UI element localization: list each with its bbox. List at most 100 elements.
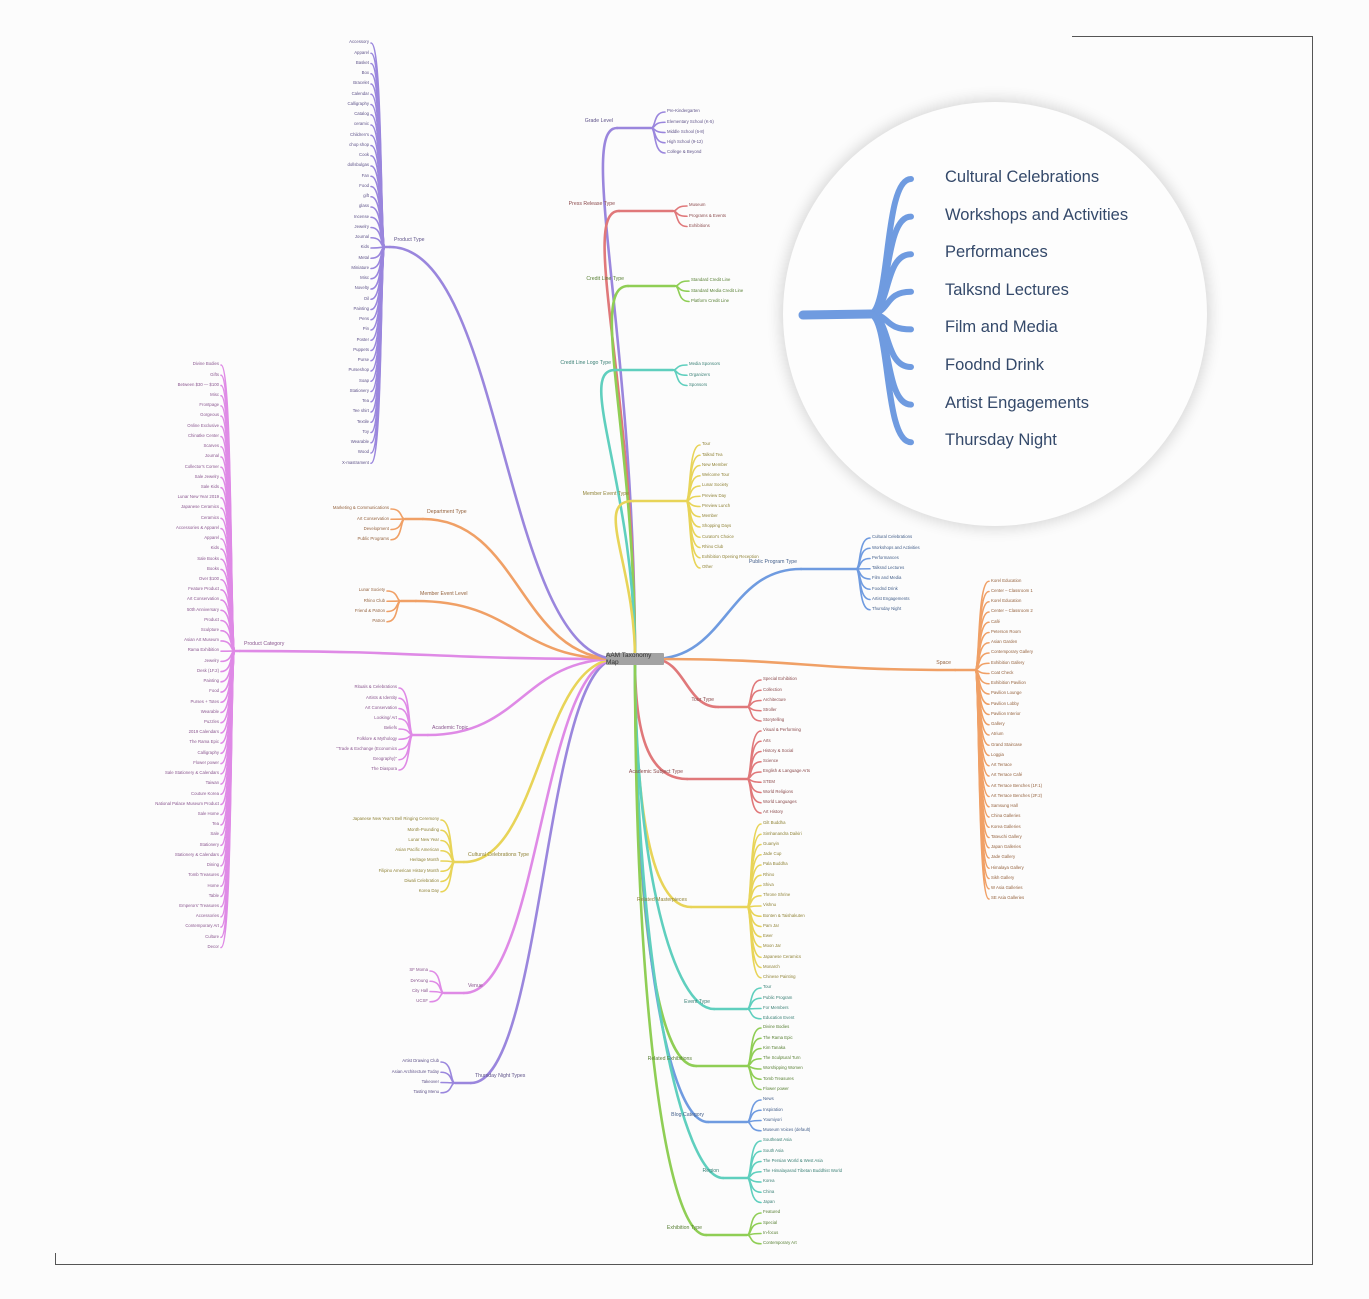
leaf-collector-s-corner[interactable]: Collector's Corner xyxy=(184,463,219,469)
leaf-pala-buddha[interactable]: Pala Buddha xyxy=(763,861,788,867)
leaf-sculpture[interactable]: Sculpture xyxy=(200,627,219,633)
leaf-filipino-american-history-month[interactable]: Filipino American History Month xyxy=(378,867,439,873)
leaf-art-conservation[interactable]: Art Conservation xyxy=(186,596,219,602)
leaf-purseshop[interactable]: Purseshop xyxy=(348,367,369,373)
leaf-sikh-gallery[interactable]: Sikh Gallery xyxy=(991,874,1015,880)
leaf-chinese-painting[interactable]: Chinese Painting xyxy=(763,974,796,980)
leaf-collection[interactable]: Collection xyxy=(763,686,782,692)
leaf-shiva[interactable]: Shiva xyxy=(763,881,774,887)
leaf-new-member[interactable]: New Member xyxy=(702,461,728,467)
leaf-culture[interactable]: Culture xyxy=(205,933,219,939)
leaf-lunar-new-year-2019[interactable]: Lunar New Year 2019 xyxy=(177,494,219,500)
leaf-catalog[interactable]: Catalog xyxy=(354,111,369,117)
leaf-se-asia-galleries[interactable]: SE Asia Galleries xyxy=(991,895,1025,901)
leaf-50th-anniversary[interactable]: 50th Anniversary xyxy=(186,606,219,612)
branch-grade-level[interactable]: Grade Level xyxy=(584,117,613,124)
leaf-special[interactable]: Special xyxy=(763,1219,778,1225)
leaf-flower-power[interactable]: Flower power xyxy=(193,759,219,765)
leaf-english-language-arts[interactable]: English & Language Arts xyxy=(763,768,811,774)
leaf-art-terrace-caf[interactable]: Art Terrace Café xyxy=(991,772,1023,778)
leaf-youmiyori[interactable]: Youmiyori xyxy=(763,1116,782,1122)
leaf-geography[interactable]: Geography)" xyxy=(372,756,397,762)
leaf-calligraphy[interactable]: Calligraphy xyxy=(347,100,370,106)
leaf-novelty[interactable]: Novelty xyxy=(354,285,369,291)
leaf-history-social[interactable]: History & Social xyxy=(763,747,794,753)
leaf-wearable[interactable]: Wearable xyxy=(350,439,369,445)
leaf-center-classroom-2[interactable]: Center – Classroom 2 xyxy=(991,608,1033,614)
leaf-japan[interactable]: Japan xyxy=(763,1198,775,1204)
leaf-japan-galleries[interactable]: Japan Galleries xyxy=(991,844,1021,850)
branch-member-event-level[interactable]: Member Event Level xyxy=(420,590,468,597)
leaf-oil[interactable]: Oil xyxy=(363,295,369,301)
leaf-other[interactable]: Other xyxy=(702,564,713,570)
leaf-tomb-treasures[interactable]: Tomb Treasures xyxy=(763,1075,794,1081)
leaf-stem[interactable]: STEM xyxy=(763,778,775,784)
leaf-artist-engagements[interactable]: Artist Engagements xyxy=(872,595,910,601)
zoom-item-talksnd-lectures[interactable]: Talksnd Lectures xyxy=(945,280,1069,299)
leaf-emperors-treasures[interactable]: Emperors' Treasures xyxy=(179,902,219,908)
leaf-science[interactable]: Science xyxy=(763,758,779,764)
leaf-apparel[interactable]: Apparel xyxy=(204,535,219,541)
leaf-inspiration[interactable]: Inspiration xyxy=(763,1106,783,1112)
leaf-sale[interactable]: Sale xyxy=(210,831,219,837)
leaf-divine-bodies[interactable]: Divine Bodies xyxy=(763,1024,790,1030)
leaf-world-religions[interactable]: World Religions xyxy=(763,788,794,794)
leaf-asian-art-museum[interactable]: Asian Art Museum xyxy=(184,637,219,643)
leaf-high-school-9-12[interactable]: High School (9-12) xyxy=(667,139,703,145)
leaf-exhibition-pavilion[interactable]: Exhibition Pavilion xyxy=(991,680,1026,686)
branch-blog-category[interactable]: Blog Category xyxy=(671,1111,704,1118)
leaf-taiwan[interactable]: Taiwan xyxy=(205,780,219,786)
leaf-film-and-media[interactable]: Film and Media xyxy=(872,575,902,581)
leaf-artist-drawing-club[interactable]: Artist Drawing Club xyxy=(402,1058,439,1064)
leaf-moon-jar[interactable]: Moon Jar xyxy=(763,943,781,949)
leaf-cultural-celebrations[interactable]: Cultural Celebrations xyxy=(872,534,913,540)
zoom-item-workshops-and-activities[interactable]: Workshops and Activities xyxy=(945,205,1129,224)
leaf-public-program[interactable]: Public Program xyxy=(763,994,793,1000)
leaf-toy[interactable]: Toy xyxy=(362,428,369,434)
leaf-talksnd-lectures[interactable]: Talksnd Lectures xyxy=(872,565,905,571)
leaf-the-persian-world-west-asia[interactable]: The Persian World & West Asia xyxy=(763,1157,823,1163)
leaf-lunar-new-year[interactable]: Lunar New Year xyxy=(408,836,439,842)
leaf-gallery[interactable]: Gallery xyxy=(991,721,1005,727)
branch-credit-line-type[interactable]: Credit Line Type xyxy=(586,275,624,282)
leaf-sf-moma[interactable]: SF Moma xyxy=(409,967,428,973)
leaf-beliefs[interactable]: Beliefs xyxy=(384,725,397,731)
leaf-pavilion-lobby[interactable]: Pavilion Lobby xyxy=(991,700,1019,706)
leaf-elementary-school-k-5[interactable]: Elementary School (K-5) xyxy=(667,118,714,124)
leaf-ucsf[interactable]: UCSF xyxy=(416,998,428,1004)
leaf-pavilion-interior[interactable]: Pavilion Interior xyxy=(991,710,1021,716)
leaf-gilt-buddha[interactable]: Gilt Buddha xyxy=(763,820,786,826)
leaf-apparel[interactable]: Apparel xyxy=(354,49,369,55)
branch-exhibition-type[interactable]: Exhibition Type xyxy=(666,1224,702,1231)
leaf-bonten-taishakuten[interactable]: Bonten & Taishakuten xyxy=(763,912,805,918)
leaf-home[interactable]: Home xyxy=(207,882,219,888)
zoom-item-film-and-media[interactable]: Film and Media xyxy=(945,318,1058,337)
leaf-stationery[interactable]: Stationery xyxy=(199,841,219,847)
leaf-chinatke-center[interactable]: Chinatke Center xyxy=(187,432,219,438)
leaf-art-terrace[interactable]: Art Terrace xyxy=(991,762,1012,768)
leaf-kids[interactable]: Kids xyxy=(360,244,369,250)
branch-department-type[interactable]: Department Type xyxy=(427,508,467,515)
branch-product-category[interactable]: Product Category xyxy=(244,640,285,647)
leaf-lunar-society[interactable]: Lunar Society xyxy=(702,482,729,488)
leaf-rhino-club[interactable]: Rhino Club xyxy=(702,543,724,549)
leaf-calligraphy[interactable]: Calligraphy xyxy=(197,749,220,755)
leaf-tour[interactable]: Tour xyxy=(702,441,711,447)
leaf-dining[interactable]: Dining xyxy=(206,862,219,868)
leaf-painting[interactable]: Painting xyxy=(353,305,369,311)
leaf-2019-calendars[interactable]: 2019 Calendars xyxy=(188,729,219,735)
leaf-korel-education[interactable]: Korel Education xyxy=(991,577,1022,583)
leaf-for-members[interactable]: For Members xyxy=(763,1004,789,1010)
leaf-soap[interactable]: Soap xyxy=(358,377,369,383)
leaf-stationery[interactable]: Stationery xyxy=(349,387,369,393)
leaf-art-terrace-benches-1f-1[interactable]: Art Terrace Benches (1F.1) xyxy=(991,782,1043,788)
leaf-rhino-club[interactable]: Rhino Club xyxy=(363,597,385,603)
leaf-metal[interactable]: Metal xyxy=(358,254,369,260)
leaf-storytelling[interactable]: Storytelling xyxy=(763,717,785,723)
leaf-jewelry[interactable]: Jewelry xyxy=(204,657,219,663)
branch-product-type[interactable]: Product Type xyxy=(394,236,425,243)
leaf-korea-day[interactable]: Korea Day xyxy=(418,888,439,894)
leaf-museum-voices-default[interactable]: Museum Voices (default) xyxy=(763,1127,811,1133)
leaf-exhibition-opening-reception[interactable]: Exhibition Opening Reception xyxy=(702,554,759,560)
leaf-basket[interactable]: Basket xyxy=(355,59,369,65)
